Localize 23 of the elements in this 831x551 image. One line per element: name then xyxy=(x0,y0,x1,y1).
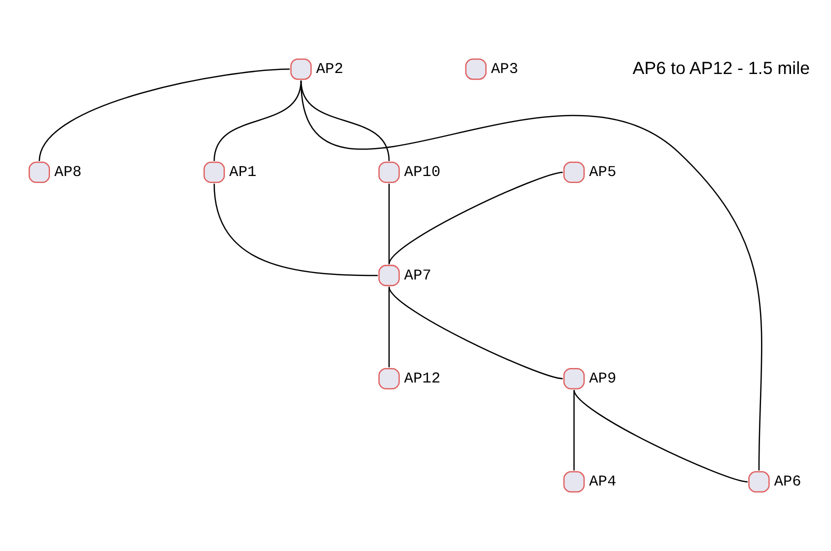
connector xyxy=(388,286,390,368)
connector xyxy=(573,390,748,482)
connector xyxy=(388,286,563,380)
node-label: AP2 xyxy=(316,60,344,78)
label: AP6 to AP12 - 1.5 mile xyxy=(632,58,810,78)
connector xyxy=(214,80,302,162)
node-label: AP7 xyxy=(404,266,432,284)
node-label: AP6 xyxy=(774,472,802,491)
node-label: AP12 xyxy=(404,370,440,388)
connector xyxy=(300,80,390,162)
node-label: AP4 xyxy=(589,472,616,491)
connector xyxy=(388,172,563,264)
connector xyxy=(573,390,575,471)
connector xyxy=(38,68,290,162)
node-label: AP1 xyxy=(229,163,256,182)
node-label: AP3 xyxy=(490,60,518,78)
node-label: AP9 xyxy=(589,370,616,388)
connector xyxy=(388,184,390,264)
node-label: AP8 xyxy=(54,163,82,182)
connector xyxy=(214,184,378,276)
node-label: AP10 xyxy=(404,163,440,182)
connector xyxy=(300,80,762,471)
node-label: AP5 xyxy=(589,163,616,182)
